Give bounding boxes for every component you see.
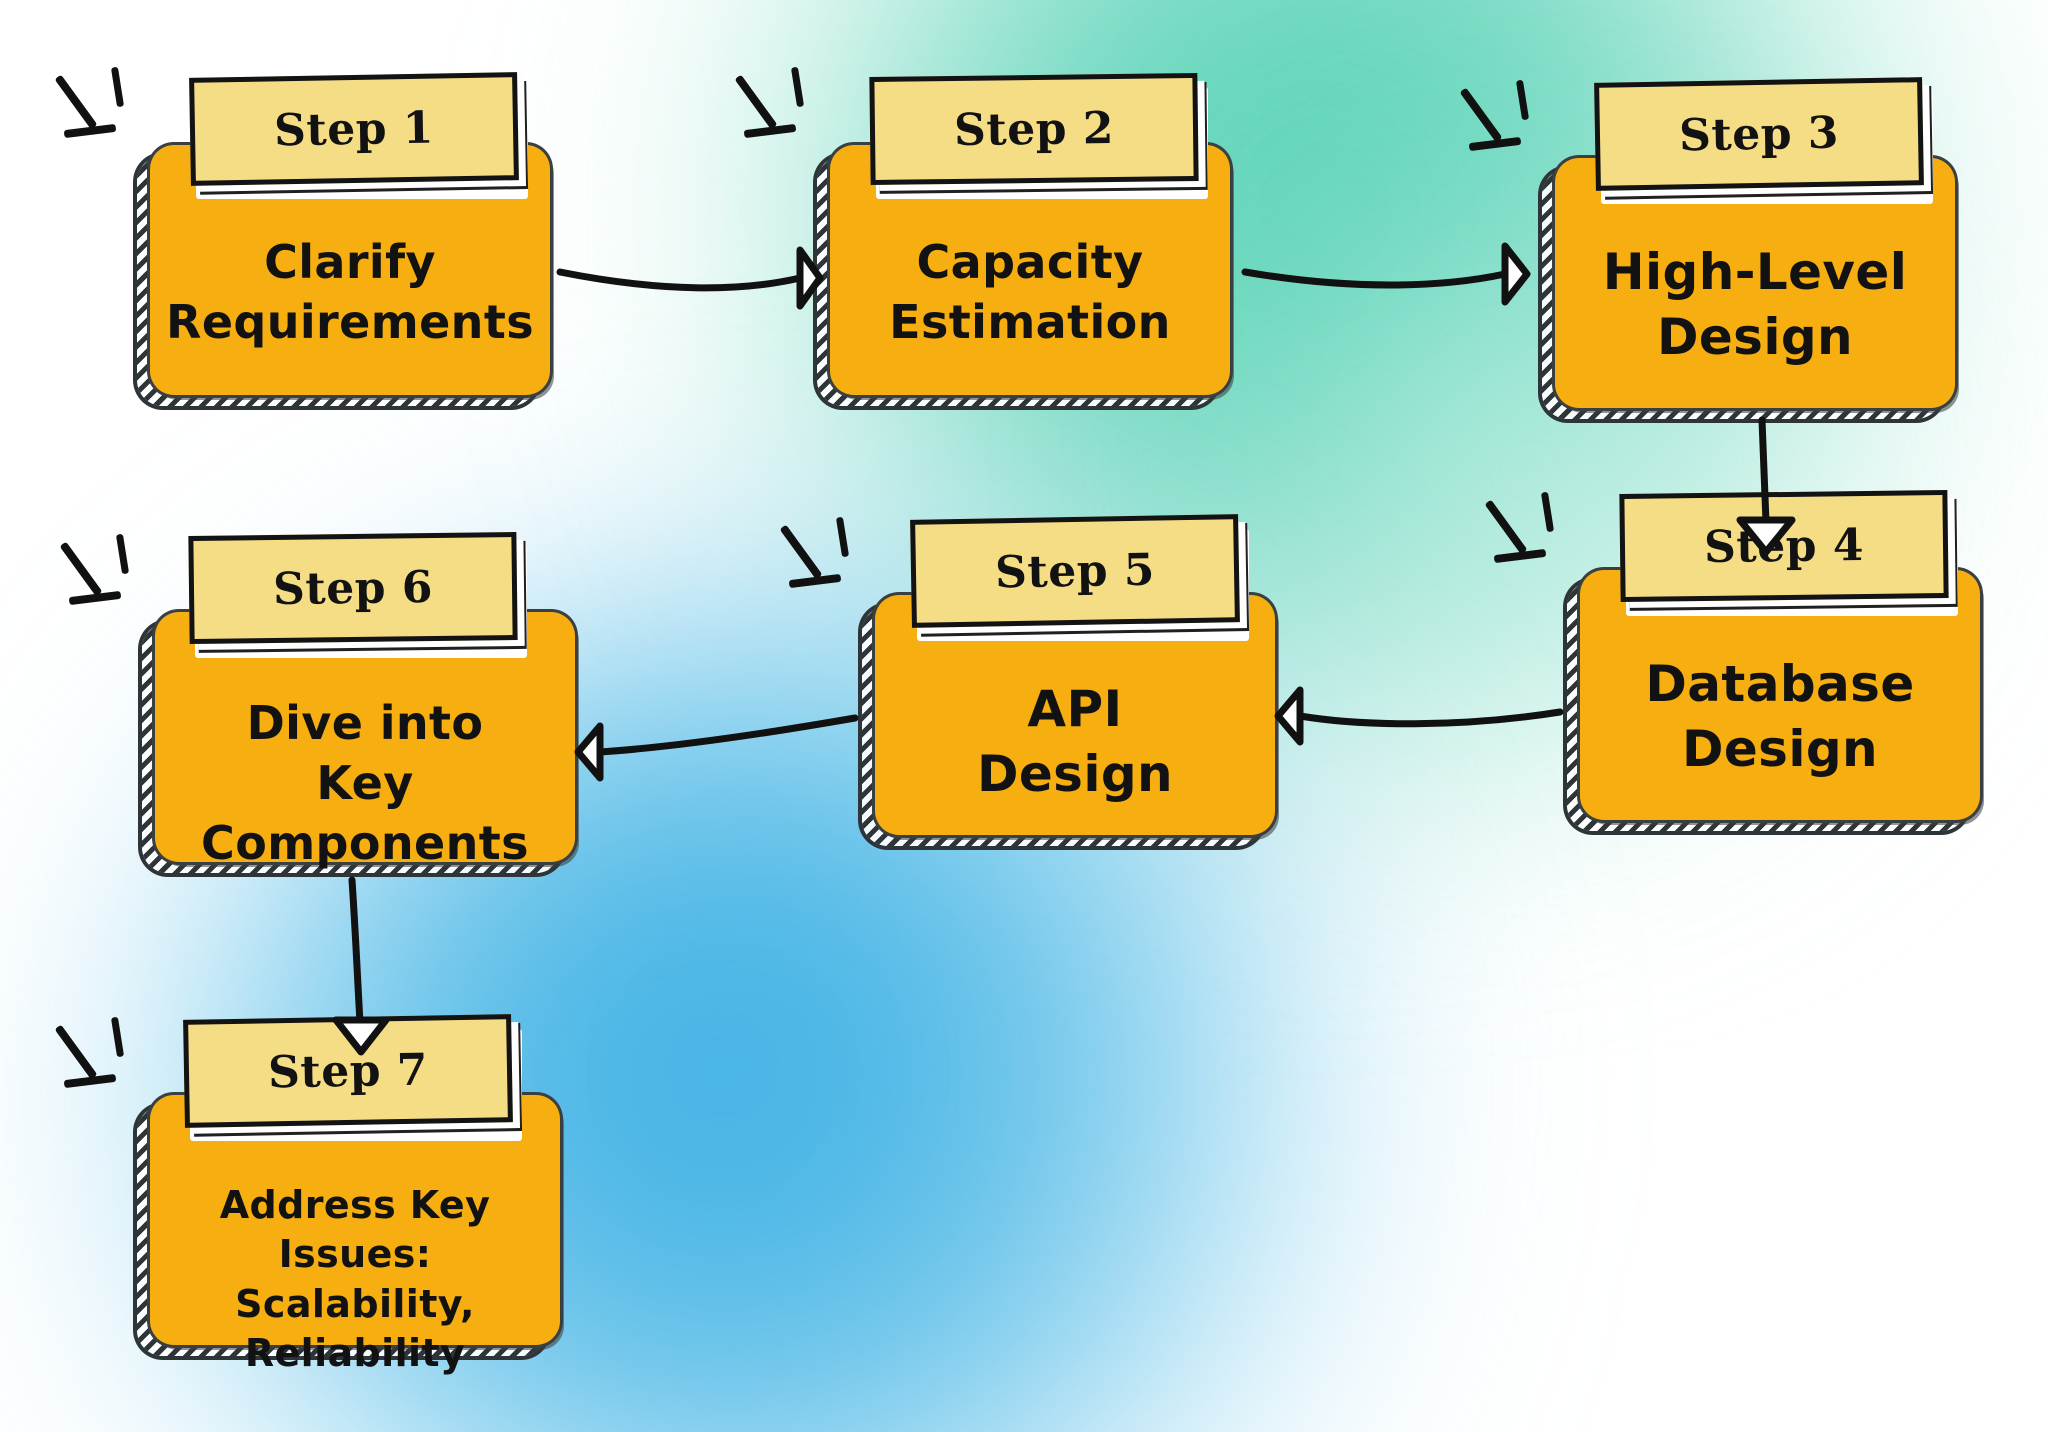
flow-node-step6[interactable]: Dive into Key Components Step 6 <box>59 532 575 873</box>
node-body-text: API Design <box>976 680 1174 803</box>
node-body-text: Dive into Key Components <box>201 696 529 870</box>
sparkle-icon <box>1459 79 1563 170</box>
node-body-text: High-Level Design <box>1602 243 1908 366</box>
flow-node-step7[interactable]: Address Key Issues: Scalability, Reliabi… <box>54 1014 560 1375</box>
sparkle-icon <box>54 66 158 157</box>
sparkle-icon <box>1484 491 1588 582</box>
node-step-label: Step 5 <box>910 514 1240 628</box>
node-step-label: Step 4 <box>1619 490 1949 602</box>
node-step-label: Step 6 <box>188 532 518 644</box>
flow-node-step3[interactable]: High-Level Design Step 3 <box>1459 77 1955 419</box>
flow-node-step5[interactable]: API Design Step 5 <box>779 514 1275 846</box>
node-body-text: Address Key Issues: Scalability, Reliabi… <box>219 1183 491 1375</box>
node-step-label: Step 2 <box>869 73 1199 185</box>
node-step-label: Step 7 <box>183 1014 513 1128</box>
node-body-text: Database Design <box>1645 655 1915 778</box>
sparkle-icon <box>734 66 838 157</box>
flow-node-step1[interactable]: Clarify Requirements Step 1 <box>54 66 550 406</box>
node-step-label: Step 1 <box>189 72 519 186</box>
flow-node-step2[interactable]: Capacity Estimation Step 2 <box>734 66 1230 406</box>
node-body-text: Clarify Requirements <box>166 235 534 349</box>
sparkle-icon <box>59 533 163 624</box>
sparkle-icon <box>779 516 883 607</box>
sparkle-icon <box>54 1016 158 1107</box>
flow-node-step4[interactable]: Database Design Step 4 <box>1484 490 1980 831</box>
node-step-label: Step 3 <box>1594 77 1924 191</box>
node-body-text: Capacity Estimation <box>889 235 1171 349</box>
